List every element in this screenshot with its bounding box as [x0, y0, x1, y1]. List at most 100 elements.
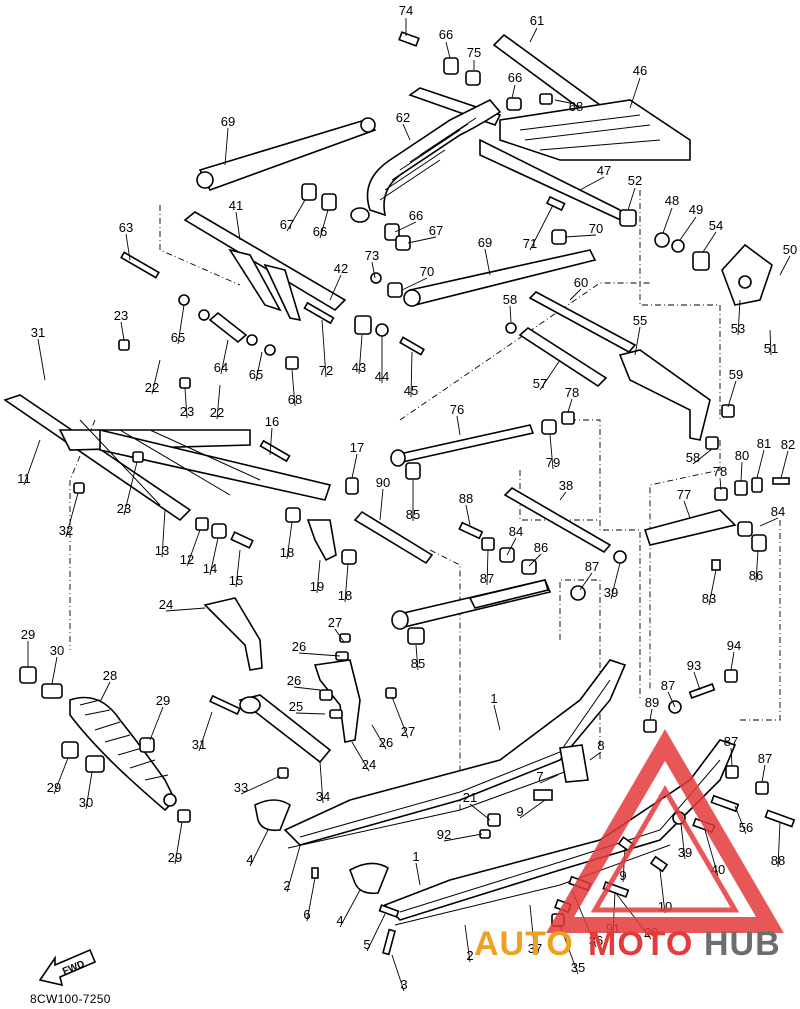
callout-16: 16 [265, 414, 279, 429]
callout-4: 4 [336, 913, 343, 928]
callout-86: 86 [749, 568, 763, 583]
callout-17: 17 [350, 440, 364, 455]
guard-4-lower [349, 862, 389, 895]
callout-33: 33 [234, 780, 248, 795]
callout-31: 31 [31, 325, 45, 340]
front-arm-11 [3, 394, 332, 522]
callout-49: 49 [689, 202, 703, 217]
shaft-57 [518, 327, 608, 388]
callout-57: 57 [533, 376, 547, 391]
callout-24: 24 [362, 757, 376, 772]
callout-44: 44 [375, 369, 389, 384]
callout-78: 78 [565, 385, 579, 400]
callout-45: 45 [404, 383, 418, 398]
callout-67: 67 [280, 217, 294, 232]
leader-lines [23, 18, 791, 992]
callout-4: 4 [246, 852, 253, 867]
callout-26: 26 [379, 735, 393, 750]
callout-46: 46 [633, 63, 647, 78]
callout-29: 29 [47, 780, 61, 795]
callout-58: 58 [686, 450, 700, 465]
callout-26: 26 [287, 673, 301, 688]
bracket-77 [643, 509, 737, 546]
callout-31: 31 [192, 737, 206, 752]
callout-29: 29 [156, 693, 170, 708]
callout-70: 70 [589, 221, 603, 236]
shaft-60 [528, 291, 637, 354]
callout-73: 73 [365, 248, 379, 263]
shock-absorber-62 [350, 87, 502, 223]
callout-22: 22 [210, 405, 224, 420]
rear-arm-41 [183, 211, 347, 322]
callout-7: 7 [536, 769, 543, 784]
callout-55: 55 [633, 313, 647, 328]
callout-26: 26 [292, 639, 306, 654]
bracket-24-lower [313, 659, 361, 743]
callout-67: 67 [429, 223, 443, 238]
watermark-word-hub: HUB [704, 925, 781, 963]
callout-12: 12 [180, 552, 194, 567]
shaft-90 [353, 510, 434, 565]
callout-94: 94 [727, 638, 741, 653]
callout-81: 81 [757, 436, 771, 451]
callout-34: 34 [316, 789, 330, 804]
callout-30: 30 [50, 643, 64, 658]
link-bar-69-lower [403, 249, 597, 307]
callout-35: 35 [571, 960, 585, 975]
callout-87: 87 [661, 678, 675, 693]
callout-61: 61 [530, 13, 544, 28]
callout-13: 13 [155, 543, 169, 558]
callout-75: 75 [467, 45, 481, 60]
callout-1: 1 [412, 849, 419, 864]
guide-lines [69, 190, 781, 810]
watermark-word-auto: AUTO [474, 925, 574, 963]
callout-90: 90 [376, 475, 390, 490]
callout-82: 82 [781, 437, 795, 452]
callout-9: 9 [619, 868, 626, 883]
callout-85: 85 [406, 507, 420, 522]
watermark-triangle [546, 729, 784, 933]
rod-64 [178, 294, 276, 356]
callout-25: 25 [289, 699, 303, 714]
callout-78: 78 [713, 464, 727, 479]
guard-4-upper [254, 799, 291, 832]
callout-28: 28 [103, 668, 117, 683]
callout-56: 56 [739, 820, 753, 835]
callout-54: 54 [709, 218, 723, 233]
bracket-55 [618, 349, 711, 441]
rod-76 [390, 424, 535, 467]
callout-84: 84 [509, 524, 523, 539]
callout-69: 69 [221, 114, 235, 129]
callout-19: 19 [310, 579, 324, 594]
wear-strip-2-right [287, 769, 571, 849]
callout-69: 69 [478, 235, 492, 250]
callout-42: 42 [334, 261, 348, 276]
callout-51: 51 [764, 341, 778, 356]
callout-2: 2 [283, 878, 290, 893]
callout-71: 71 [523, 236, 537, 251]
callout-50: 50 [783, 242, 797, 257]
watermark-word-moto: MOTO [588, 925, 694, 963]
callout-66: 66 [313, 224, 327, 239]
callout-38: 38 [559, 478, 573, 493]
shock-absorber-28 [69, 696, 177, 812]
callout-52: 52 [628, 173, 642, 188]
callout-77: 77 [677, 487, 691, 502]
bracket-24-upper [203, 597, 263, 671]
callout-27: 27 [401, 724, 415, 739]
callout-89: 89 [645, 695, 659, 710]
callout-14: 14 [203, 561, 217, 576]
callout-48: 48 [665, 193, 679, 208]
callout-88: 88 [771, 853, 785, 868]
callout-5: 5 [363, 937, 370, 952]
callout-85: 85 [411, 656, 425, 671]
fasteners [19, 31, 796, 956]
callout-66: 66 [409, 208, 423, 223]
callout-87: 87 [724, 734, 738, 749]
callout-72: 72 [319, 363, 333, 378]
callout-62: 62 [396, 110, 410, 125]
callout-80: 80 [735, 448, 749, 463]
